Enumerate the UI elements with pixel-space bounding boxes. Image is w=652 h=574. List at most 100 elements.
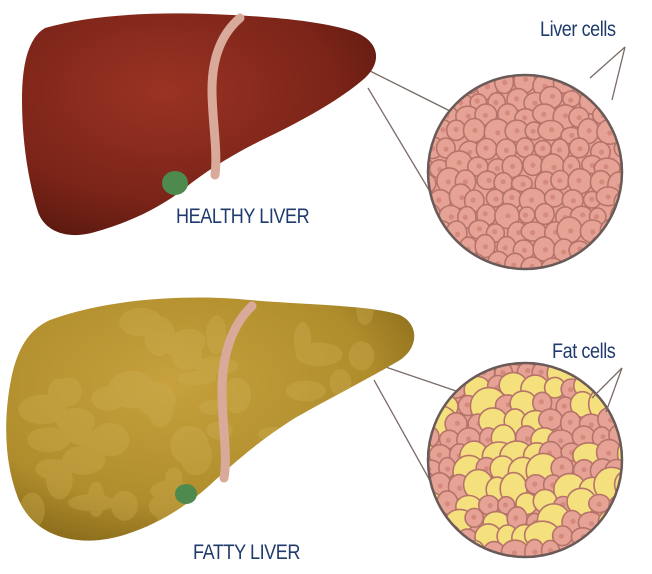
cell-nucleus	[570, 519, 575, 524]
cell-nucleus	[525, 368, 530, 373]
cell-nucleus	[557, 178, 562, 183]
liver-cell	[410, 348, 433, 368]
cell-nucleus	[421, 260, 426, 265]
cell-nucleus	[454, 127, 459, 132]
liver-cell	[620, 543, 637, 562]
cell-nucleus	[524, 146, 529, 151]
liver-cell	[488, 57, 507, 76]
liver-cell	[419, 75, 444, 97]
cell-nucleus	[523, 77, 528, 82]
cell-nucleus	[568, 387, 573, 392]
cell-nucleus	[522, 248, 527, 253]
cell-nucleus	[619, 84, 624, 89]
cell-nucleus	[457, 160, 462, 165]
cell-nucleus	[626, 387, 631, 392]
cell-nucleus	[514, 66, 519, 71]
cell-nucleus	[444, 77, 449, 82]
cell-nucleus	[483, 146, 488, 151]
cell-nucleus	[568, 98, 573, 103]
cell-nucleus	[436, 198, 441, 203]
cell-nucleus	[548, 416, 553, 421]
cell-nucleus	[615, 398, 620, 403]
cell-nucleus	[571, 551, 576, 556]
fat-texture-blob	[194, 357, 238, 375]
fat-texture-blob	[326, 459, 354, 494]
cell-nucleus	[418, 551, 423, 556]
cell-nucleus	[437, 452, 442, 457]
liver-cell	[466, 254, 486, 274]
cell-nucleus	[471, 198, 476, 203]
cell-nucleus	[465, 402, 470, 407]
cell-nucleus	[607, 229, 612, 234]
fat-texture-blob	[349, 504, 376, 530]
cell-nucleus	[420, 164, 425, 169]
fat-cell	[410, 508, 432, 529]
cell-nucleus	[572, 65, 577, 70]
fat-texture-blob	[281, 429, 328, 460]
cell-nucleus	[418, 134, 423, 139]
cell-nucleus	[559, 464, 564, 469]
cell-nucleus	[459, 195, 464, 200]
cell-nucleus	[455, 263, 460, 268]
cell-nucleus	[621, 147, 626, 152]
cell-nucleus	[428, 83, 433, 88]
fatty-liver-caption: FATTY LIVER	[193, 541, 300, 565]
fat-texture-blob	[165, 468, 182, 488]
cell-nucleus	[550, 62, 555, 67]
cell-nucleus	[455, 232, 460, 237]
cell-nucleus	[415, 228, 420, 233]
fat-texture-blob	[36, 459, 66, 479]
cell-nucleus	[444, 147, 449, 152]
cell-nucleus	[506, 213, 511, 218]
cell-nucleus	[503, 502, 508, 507]
cell-nucleus	[592, 262, 597, 267]
fat-cells-circle	[404, 339, 645, 569]
cell-nucleus	[427, 112, 432, 117]
cell-nucleus	[474, 262, 479, 267]
cell-nucleus	[449, 214, 454, 219]
liver-cell	[429, 57, 453, 77]
cell-nucleus	[629, 132, 634, 137]
cell-nucleus	[471, 515, 476, 520]
cell-nucleus	[495, 166, 500, 171]
liver-cell	[448, 53, 471, 76]
cell-nucleus	[414, 68, 419, 73]
cell-nucleus	[539, 399, 544, 404]
cell-nucleus	[568, 420, 573, 425]
cell-nucleus	[424, 249, 429, 254]
cell-nucleus	[599, 243, 604, 248]
cell-nucleus	[486, 178, 491, 183]
cell-nucleus	[594, 214, 599, 219]
cell-nucleus	[562, 404, 567, 409]
fat-cell	[483, 340, 510, 367]
cell-nucleus	[501, 179, 506, 184]
fat-texture-blob	[224, 486, 246, 506]
cell-nucleus	[607, 97, 612, 102]
fat-cell	[579, 537, 606, 569]
fat-texture-blob	[297, 439, 337, 476]
liver-cell	[599, 254, 620, 274]
cell-nucleus	[549, 127, 554, 132]
cell-nucleus	[531, 129, 536, 134]
cell-nucleus	[485, 84, 490, 89]
liver-cell	[615, 407, 639, 432]
cell-nucleus	[624, 551, 629, 556]
cell-nucleus	[445, 466, 450, 471]
cell-nucleus	[543, 180, 548, 185]
cell-nucleus	[497, 64, 502, 69]
healthy-liver-group	[22, 13, 644, 280]
fat-texture-blob	[260, 458, 290, 476]
liver-cell	[617, 256, 641, 280]
cell-nucleus	[532, 101, 537, 106]
cell-nucleus	[446, 438, 451, 443]
fat-texture-blob	[111, 491, 138, 521]
cell-nucleus	[606, 194, 611, 199]
liver-cell	[609, 527, 628, 548]
cell-nucleus	[597, 502, 602, 507]
cell-nucleus	[557, 147, 562, 152]
cell-nucleus	[568, 164, 573, 169]
cell-nucleus	[563, 113, 568, 118]
cell-nucleus	[623, 199, 628, 204]
cell-nucleus	[505, 110, 510, 115]
cell-nucleus	[494, 197, 499, 202]
